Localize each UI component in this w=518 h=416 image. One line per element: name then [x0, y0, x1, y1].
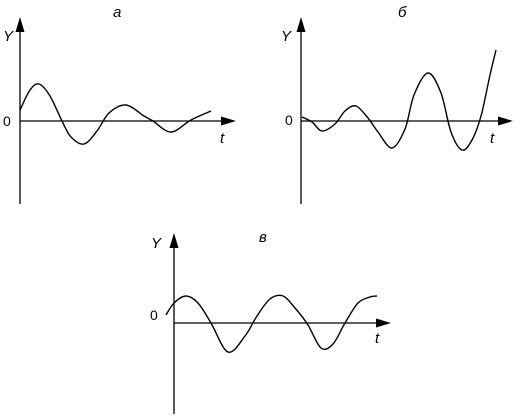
x-axis-arrow-c: [376, 318, 391, 328]
x-axis-label-a: t: [220, 130, 225, 147]
panel-a: а Y t 0: [3, 4, 236, 204]
x-axis-label-b: t: [490, 130, 495, 147]
origin-label-a: 0: [3, 113, 11, 129]
panel-label-c: в: [259, 229, 267, 246]
y-axis-arrow-b: [296, 17, 306, 32]
y-axis-label-c: Y: [151, 235, 162, 252]
panel-b: б Y t 0: [281, 4, 513, 204]
x-axis-arrow-b: [498, 116, 513, 126]
origin-label-c: 0: [150, 307, 158, 323]
y-axis-label-a: Y: [3, 28, 14, 45]
damped-oscillation-curve: [19, 83, 212, 145]
origin-label-b: 0: [285, 112, 293, 128]
growing-oscillation-curve: [301, 49, 497, 151]
x-axis-label-c: t: [375, 330, 380, 347]
y-axis-label-b: Y: [281, 28, 292, 45]
y-axis-arrow-c: [169, 233, 179, 248]
y-axis-arrow-a: [15, 17, 25, 32]
panel-label-a: а: [113, 4, 121, 21]
constant-oscillation-curve: [165, 294, 378, 353]
x-axis-arrow-a: [221, 116, 236, 126]
panel-label-b: б: [398, 4, 407, 21]
panel-c: в Y t 0: [150, 229, 391, 414]
